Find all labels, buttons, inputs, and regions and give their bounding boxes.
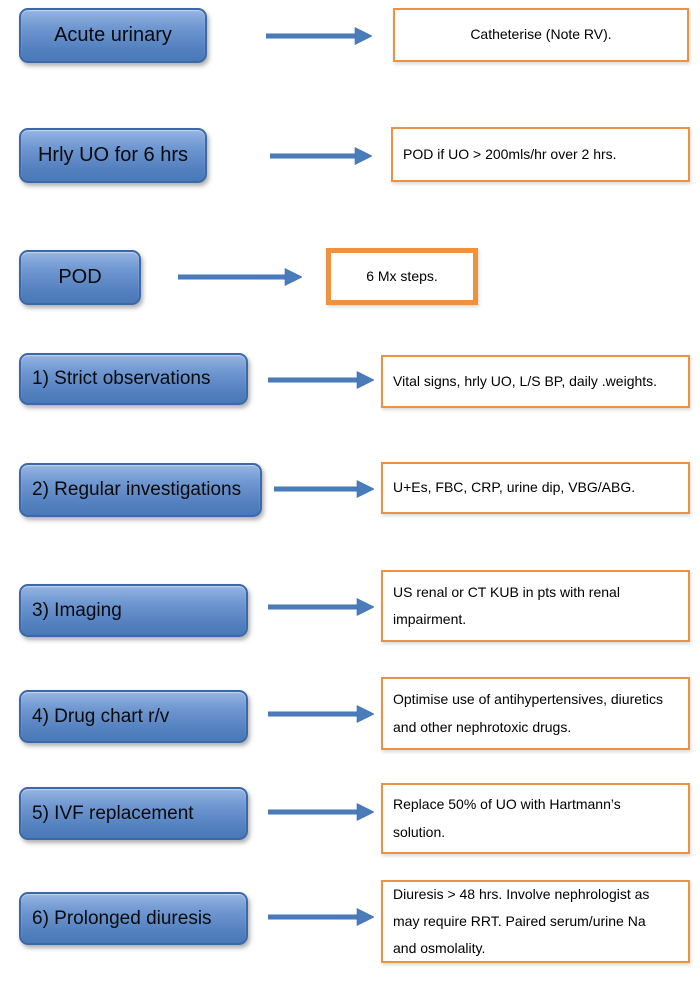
flow-arrow-icon (266, 27, 372, 45)
flow-arrow-icon (268, 908, 374, 926)
flow-arrow-icon (274, 480, 374, 498)
flow-result-imaging: US renal or CT KUB in pts with renal imp… (381, 570, 690, 642)
flow-node-strict-observations: 1) Strict observations (19, 353, 248, 405)
flow-node-prolonged-diuresis: 6) Prolonged diuresis (19, 892, 248, 945)
result-text: Replace 50% of UO with Hartmann’s soluti… (393, 796, 621, 840)
result-text: POD if UO > 200mls/hr over 2 hrs. (403, 145, 617, 162)
flow-result-investigations: U+Es, FBC, CRP, urine dip, VBG/ABG. (381, 462, 690, 514)
node-label: 6) Prolonged diuresis (32, 907, 212, 929)
flow-arrow-icon (270, 147, 372, 165)
node-label: 2) Regular investigations (32, 479, 242, 500)
node-label: Acute urinary (54, 24, 172, 46)
flow-node-ivf-replacement: 5) IVF replacement (19, 787, 248, 840)
flow-result-ivf: Replace 50% of UO with Hartmann’s soluti… (381, 783, 690, 854)
result-text: U+Es, FBC, CRP, urine dip, VBG/ABG. (393, 479, 636, 496)
result-text: Optimise use of antihypertensives, diure… (393, 691, 664, 735)
node-label: 4) Drug chart r/v (32, 705, 170, 727)
flow-arrow-icon (268, 598, 374, 616)
flow-node-hrly-uo: Hrly UO for 6 hrs (19, 128, 207, 183)
flow-result-observations: Vital signs, hrly UO, L/S BP, daily .wei… (381, 355, 690, 408)
node-label: 1) Strict observations (32, 368, 211, 389)
flow-node-acute-urinary: Acute urinary (19, 8, 207, 63)
flow-result-catheterise: Catheterise (Note RV). (393, 8, 689, 62)
flow-result-mx-steps: 6 Mx steps. (326, 248, 478, 305)
result-text: 6 Mx steps. (366, 267, 438, 284)
flow-node-pod: POD (19, 250, 141, 305)
result-text: Catheterise (Note RV). (470, 26, 612, 43)
node-label: 5) IVF replacement (32, 802, 194, 824)
result-text: Diuresis > 48 hrs. Involve nephrologist … (393, 885, 650, 957)
flow-result-drug-chart: Optimise use of antihypertensives, diure… (381, 677, 690, 750)
result-text: US renal or CT KUB in pts with renal imp… (393, 583, 620, 627)
flow-result-prolonged-diuresis: Diuresis > 48 hrs. Involve nephrologist … (381, 880, 690, 963)
flow-result-pod-criteria: POD if UO > 200mls/hr over 2 hrs. (391, 127, 690, 182)
flow-arrow-icon (268, 371, 374, 389)
flow-arrow-icon (178, 268, 302, 286)
flow-node-drug-chart: 4) Drug chart r/v (19, 690, 248, 743)
node-label: POD (58, 266, 102, 288)
result-text: Vital signs, hrly UO, L/S BP, daily .wei… (393, 372, 658, 389)
flow-arrow-icon (268, 705, 374, 723)
flow-arrow-icon (268, 803, 374, 821)
flow-node-imaging: 3) Imaging (19, 584, 248, 637)
flow-node-regular-investigations: 2) Regular investigations (19, 463, 262, 517)
node-label: 3) Imaging (32, 599, 122, 621)
node-label: Hrly UO for 6 hrs (37, 144, 189, 166)
